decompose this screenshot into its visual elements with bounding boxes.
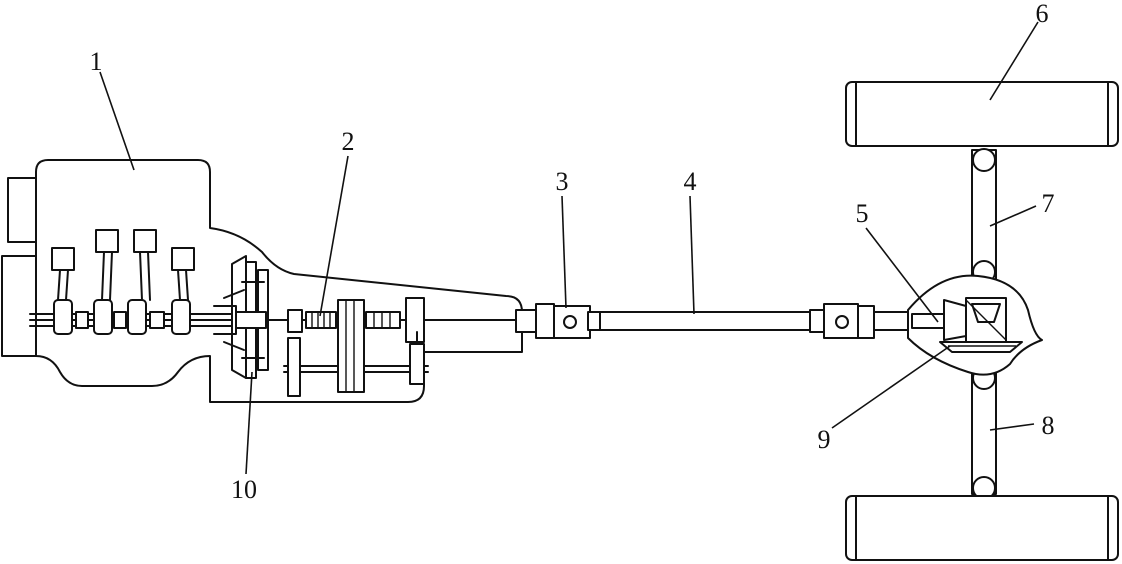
label-wheel: 6 (1036, 0, 1049, 28)
label-half-shaft-upper: 7 (1042, 189, 1055, 218)
label-engine: 1 (90, 47, 103, 76)
part-labels: 1 2 3 4 5 6 7 8 9 10 (90, 0, 1055, 504)
gearbox (265, 297, 527, 397)
crank-throws (53, 299, 191, 335)
clutch (213, 255, 269, 379)
wheel-lower (845, 495, 1119, 561)
label-gearbox: 2 (342, 127, 355, 156)
label-differential: 9 (818, 425, 831, 454)
leader-lines (99, 21, 1039, 475)
universal-joint-rear (809, 303, 911, 339)
universal-joint-front (515, 303, 601, 339)
label-final-drive: 5 (856, 199, 869, 228)
final-drive (907, 274, 1043, 376)
label-universal-joint: 3 (556, 167, 569, 196)
label-half-shaft-lower: 8 (1042, 411, 1055, 440)
engine (1, 159, 527, 403)
drive-shaft (599, 311, 813, 331)
wheel-upper (845, 81, 1119, 147)
label-drive-shaft: 4 (684, 167, 697, 196)
label-clutch: 10 (231, 475, 257, 504)
pistons (51, 229, 195, 301)
